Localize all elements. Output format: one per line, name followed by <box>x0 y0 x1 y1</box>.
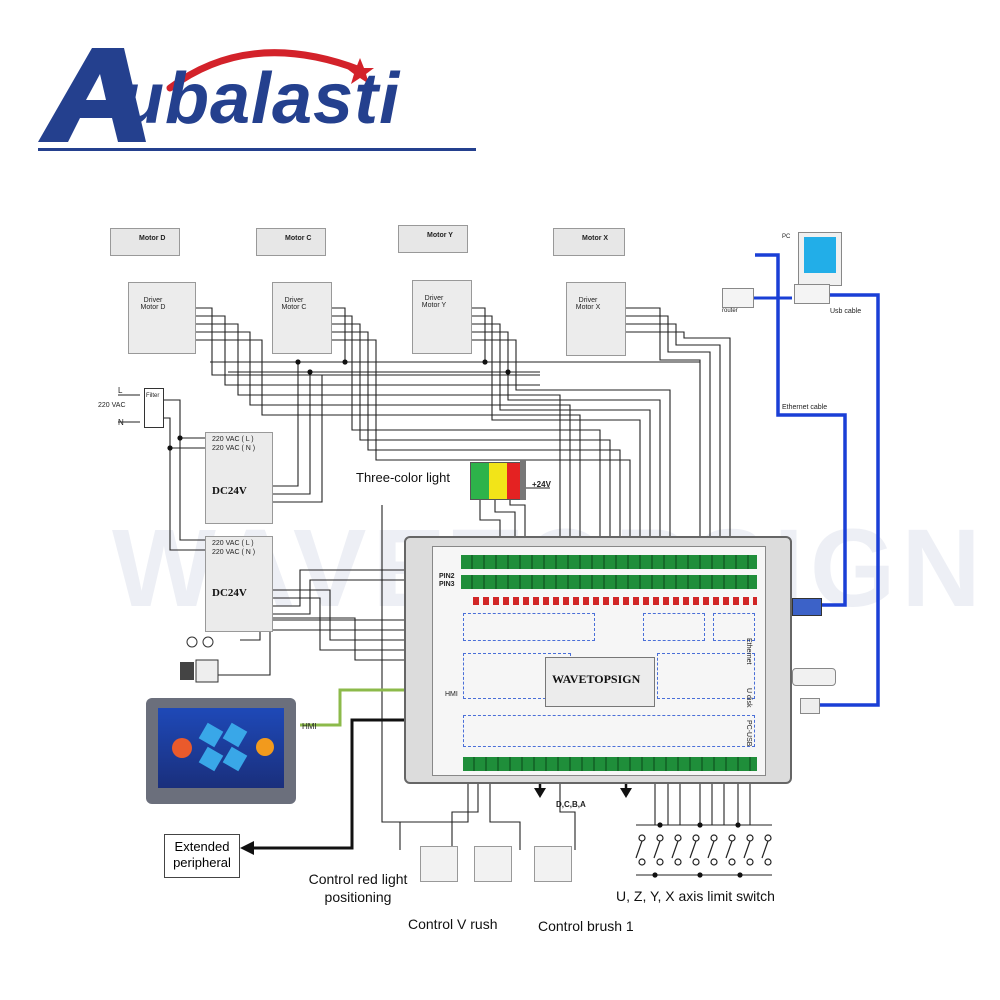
chip-block-1 <box>463 613 595 641</box>
motor-d-label: Motor D <box>139 235 166 242</box>
relay-1 <box>420 846 458 882</box>
logo-star-icon <box>346 58 374 84</box>
usb-cable-label: Usb cable <box>830 308 862 315</box>
top-terminals-2 <box>461 575 757 589</box>
light-voltage: +24V <box>532 480 551 489</box>
mains-l: L <box>118 386 123 395</box>
mains-voltage: 220 VAC <box>98 402 126 409</box>
hmi-button-4[interactable] <box>222 746 248 772</box>
pc-label: PC <box>782 234 791 240</box>
red-light-output-label: Control red light positioning <box>308 871 408 905</box>
hmi-button-red[interactable] <box>172 738 192 758</box>
board-brand-panel: WAVETOPSIGN <box>545 657 655 707</box>
bottom-terminals <box>463 757 757 771</box>
usb-plug-icon <box>800 698 820 714</box>
mains-n: N <box>118 418 124 427</box>
light-base <box>520 460 526 500</box>
driver-y-label: Driver Motor Y <box>421 295 447 309</box>
motor-c: Motor C <box>256 228 326 256</box>
light-yellow <box>489 463 507 499</box>
three-color-light <box>470 462 526 500</box>
chip-block-2 <box>643 613 705 641</box>
logo-text: ubalasti <box>120 59 401 139</box>
psu-1-in-n: 220 VAC ( N ) <box>212 445 256 452</box>
motor-x-label: Motor X <box>582 235 609 242</box>
ethernet-port-label: Ethernet <box>745 638 752 665</box>
driver-x: Driver Motor X <box>566 282 626 356</box>
sensor-icon <box>180 636 219 683</box>
light-green <box>471 463 489 499</box>
logo <box>38 48 476 151</box>
pc-usb-port-label: PC-USB <box>745 720 752 747</box>
board-brand: WAVETOPSIGN <box>552 672 641 686</box>
hmi-button-3[interactable] <box>198 746 224 772</box>
motor-x: Motor X <box>553 228 625 256</box>
hmi-display[interactable] <box>158 708 284 788</box>
driver-y: Driver Motor Y <box>412 280 472 354</box>
controller-board: PIN2 PIN3 WAVETOPSIGN HMI Ethernet U dis… <box>404 536 792 784</box>
driver-x-label: Driver Motor X <box>575 297 601 311</box>
udisk-icon <box>792 668 836 686</box>
board-inner: PIN2 PIN3 WAVETOPSIGN HMI <box>432 546 766 776</box>
hmi-label: HMI <box>302 722 317 731</box>
ethernet-cable-label: Ethernet cable <box>782 404 828 411</box>
chip-block-5 <box>657 653 755 699</box>
udisk-port-label: U disk <box>745 688 752 708</box>
psu-2-label: DC24V <box>212 587 247 599</box>
driver-c: Driver Motor C <box>272 282 332 354</box>
filter-label: Filter <box>146 393 160 399</box>
hmi-button-2[interactable] <box>222 722 248 748</box>
psu-1-label: DC24V <box>212 485 247 497</box>
router-label: router <box>722 308 738 314</box>
motor-d: Motor D <box>110 228 180 256</box>
pin2-label: PIN2 <box>439 573 455 580</box>
top-terminals-1 <box>461 555 757 569</box>
ethernet-plug-icon <box>792 598 822 616</box>
hmi-screen[interactable] <box>146 698 296 804</box>
driver-d-label: Driver Motor D <box>140 297 166 311</box>
hmi-button-orange[interactable] <box>256 738 274 756</box>
mains-filter: Filter <box>144 388 164 428</box>
chip-block-6 <box>463 715 755 747</box>
driver-c-label: Driver Motor C <box>281 297 307 311</box>
led-row <box>473 597 757 605</box>
hmi-port-label: HMI <box>445 691 458 698</box>
driver-d: Driver Motor D <box>128 282 196 354</box>
psu-2-in-n: 220 VAC ( N ) <box>212 549 256 556</box>
pin3-label: PIN3 <box>439 581 455 588</box>
hmi-button-1[interactable] <box>198 722 224 748</box>
pc-tower-icon <box>794 284 830 304</box>
v-rush-output-label: Control V rush <box>408 916 498 932</box>
motor-y-label: Motor Y <box>427 232 453 239</box>
pc-monitor-icon <box>798 232 842 286</box>
brush-output-label: Control brush 1 <box>538 918 634 934</box>
logo-arc <box>166 49 364 92</box>
three-color-light-label: Three-color light <box>356 470 450 485</box>
motor-c-label: Motor C <box>285 235 312 242</box>
extended-peripheral: Extended peripheral <box>164 834 240 878</box>
relay-3 <box>534 846 572 882</box>
limit-switch-label: U, Z, Y, X axis limit switch <box>616 888 775 904</box>
psu-2: 220 VAC ( L ) 220 VAC ( N ) DC24V <box>205 536 273 632</box>
motor-y: Motor Y <box>398 225 468 253</box>
psu-1: 220 VAC ( L ) 220 VAC ( N ) DC24V <box>205 432 273 524</box>
router-icon <box>722 288 754 308</box>
chip-block-3 <box>713 613 755 641</box>
relay-2 <box>474 846 512 882</box>
psu-2-in-l: 220 VAC ( L ) <box>212 540 254 547</box>
dcba-label: D,C,B,A <box>556 800 586 809</box>
psu-1-in-l: 220 VAC ( L ) <box>212 436 254 443</box>
